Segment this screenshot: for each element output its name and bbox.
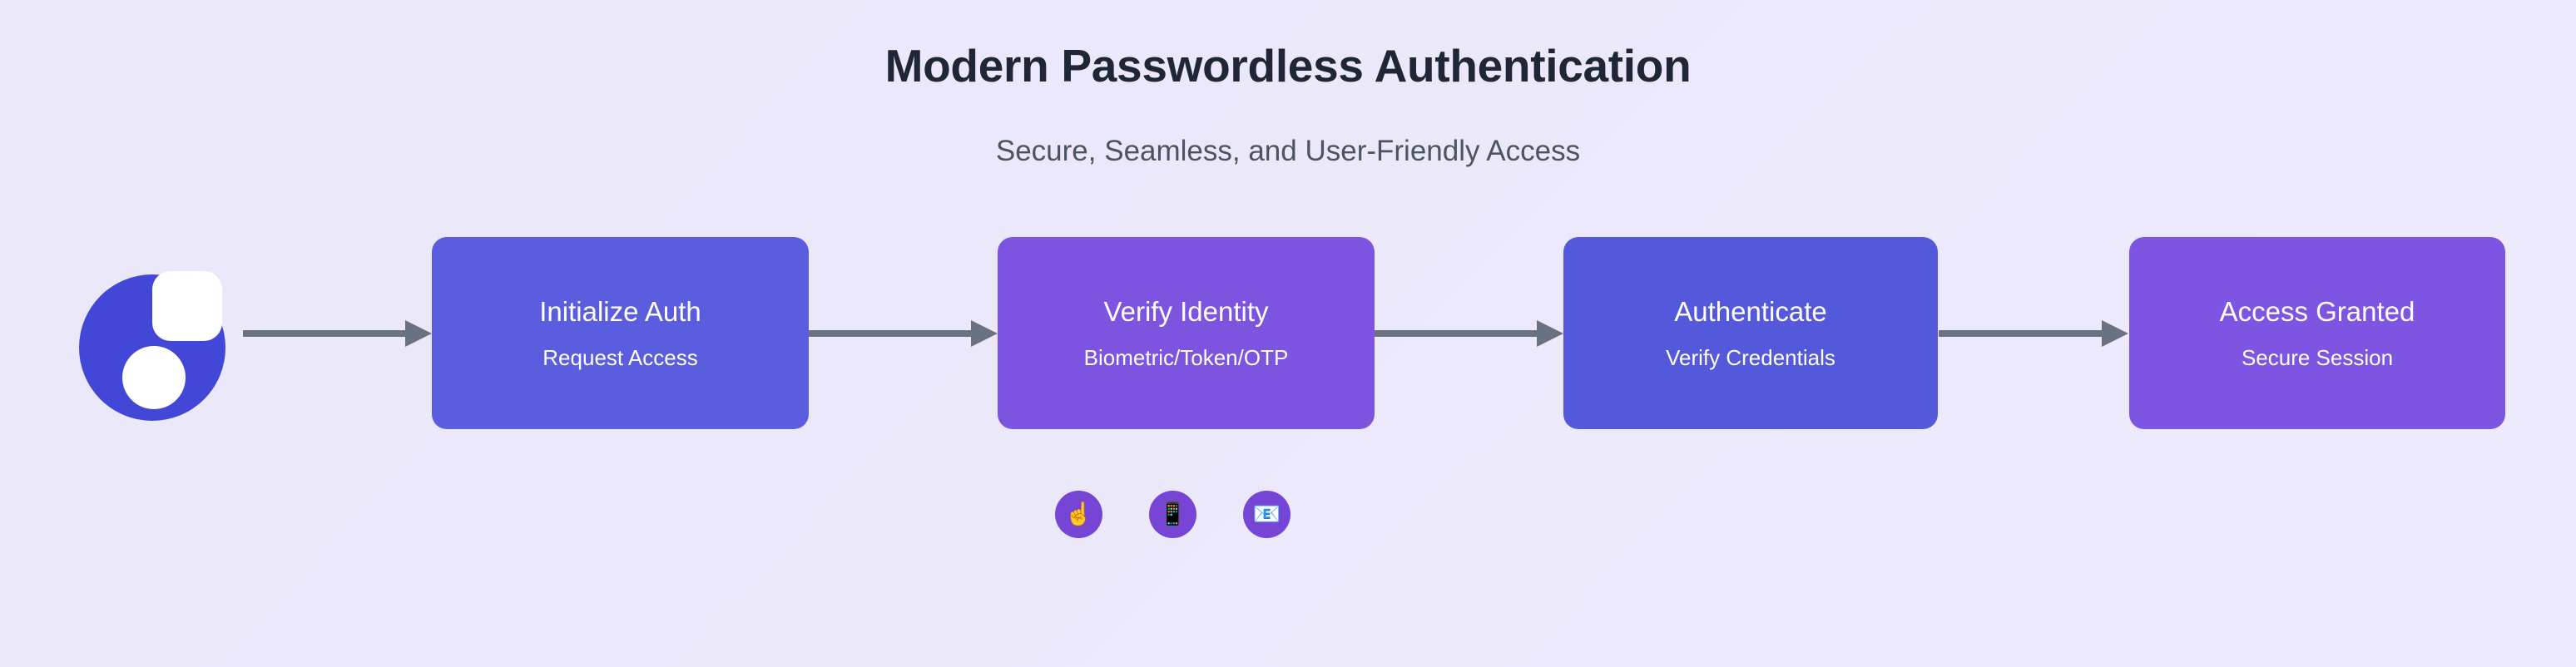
flow-node-authenticate[interactable]: Authenticate Verify Credentials [1563, 237, 1938, 429]
arrow-head-icon [405, 320, 432, 347]
flow-node-title: Access Granted [2219, 296, 2415, 327]
auth-method-chip-email[interactable]: 📧 [1243, 491, 1290, 538]
flow-node-subtitle: Verify Credentials [1666, 345, 1835, 370]
flow-node-title: Initialize Auth [539, 296, 701, 327]
flow-node-access-granted[interactable]: Access Granted Secure Session [2129, 237, 2505, 429]
flow-node-title: Verify Identity [1103, 296, 1269, 327]
flow-node-subtitle: Biometric/Token/OTP [1083, 345, 1289, 370]
flow-node-title: Authenticate [1674, 296, 1827, 327]
flow-node-subtitle: Request Access [542, 345, 698, 370]
flow-node-subtitle: Secure Session [2241, 345, 2394, 370]
auth-method-chip-row: ☝️ 📱 📧 [1055, 491, 1290, 538]
flow-arrow-step-3-to-step-4 [1939, 320, 2129, 347]
flow-arrow-step-2-to-step-3 [1375, 320, 1563, 347]
index-pointing-up-icon: ☝️ [1064, 501, 1093, 527]
arrow-head-icon [971, 320, 998, 347]
arrow-shaft [1375, 330, 1538, 337]
logo-inner-circle-shape [122, 346, 186, 409]
auth-method-chip-mobile[interactable]: 📱 [1149, 491, 1196, 538]
logo-rounded-square-shape [152, 271, 222, 341]
page-subtitle: Secure, Seamless, and User-Friendly Acce… [995, 135, 1581, 167]
arrow-head-icon [2102, 320, 2128, 347]
email-envelope-icon: 📧 [1252, 501, 1281, 527]
page-title: Modern Passwordless Authentication [884, 40, 1692, 91]
arrow-shaft [1939, 330, 2103, 337]
flow-arrow-step-1-to-step-2 [809, 320, 998, 347]
auth-method-chip-biometric[interactable]: ☝️ [1055, 491, 1102, 538]
arrow-shaft [243, 330, 406, 337]
mobile-phone-icon: 📱 [1158, 501, 1187, 527]
arrow-shaft [809, 330, 972, 337]
flow-node-initialize-auth[interactable]: Initialize Auth Request Access [432, 237, 809, 429]
arrow-head-icon [1537, 320, 1563, 347]
flow-node-verify-identity[interactable]: Verify Identity Biometric/Token/OTP [998, 237, 1375, 429]
flow-arrow-logo-to-step-1 [243, 320, 432, 347]
auth-brand-logo-icon [79, 271, 225, 421]
